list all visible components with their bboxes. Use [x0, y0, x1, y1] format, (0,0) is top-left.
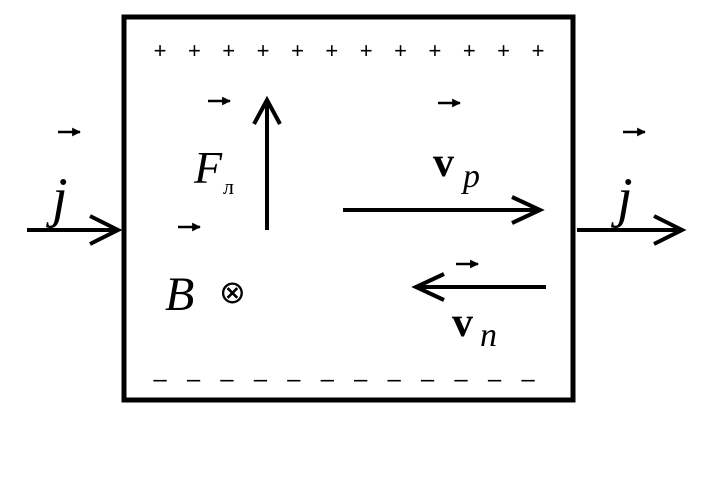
negative-charge: –	[388, 366, 402, 393]
positive-charge: +	[222, 38, 235, 63]
negative-charge: –	[454, 366, 468, 393]
hole-velocity-arrow	[343, 195, 545, 225]
current-out-arrow	[577, 214, 687, 246]
negative-charge: –	[521, 366, 535, 393]
velocity-subscript: p	[461, 158, 480, 195]
electron-velocity-label: v n	[452, 259, 497, 354]
positive-charge-row: + + + + + + + + + + + +	[154, 38, 545, 63]
lorentz-force-label: F л	[193, 96, 234, 199]
positive-charge: +	[532, 38, 545, 63]
magnetic-field-label: B ⊗	[165, 222, 246, 321]
sample-plate	[121, 14, 576, 403]
force-symbol: F	[193, 142, 223, 193]
positive-charge: +	[291, 38, 304, 63]
current-density-symbol: j	[46, 167, 68, 229]
negative-charge: –	[488, 366, 502, 393]
negative-charge: –	[321, 366, 335, 393]
negative-charge: –	[220, 366, 234, 393]
positive-charge: +	[360, 38, 373, 63]
velocity-symbol: v	[433, 140, 454, 186]
into-page-icon: ⊗	[219, 274, 246, 310]
velocity-symbol: v	[452, 300, 473, 346]
current-in-arrow	[27, 214, 123, 246]
force-subscript: л	[223, 174, 234, 199]
positive-charge: +	[188, 38, 201, 63]
positive-charge: +	[325, 38, 338, 63]
negative-charge: –	[254, 366, 268, 393]
negative-charge: –	[421, 366, 435, 393]
negative-charge: –	[187, 366, 201, 393]
positive-charge: +	[463, 38, 476, 63]
negative-charge: –	[153, 366, 167, 393]
current-density-symbol: j	[611, 167, 633, 229]
electron-velocity-arrow	[411, 272, 546, 302]
current-in-label: j	[46, 127, 81, 229]
positive-charge: +	[154, 38, 167, 63]
current-out-label: j	[611, 127, 646, 229]
negative-charge: –	[354, 366, 368, 393]
lorentz-force-arrow	[252, 95, 282, 230]
negative-charge: –	[287, 366, 301, 393]
positive-charge: +	[394, 38, 407, 63]
negative-charge-row: ––––––––––––	[153, 366, 535, 393]
positive-charge: +	[428, 38, 441, 63]
positive-charge: +	[497, 38, 510, 63]
velocity-subscript: n	[480, 317, 497, 354]
positive-charge: +	[257, 38, 270, 63]
hole-velocity-label: v p	[433, 98, 480, 195]
field-symbol: B	[165, 268, 194, 321]
